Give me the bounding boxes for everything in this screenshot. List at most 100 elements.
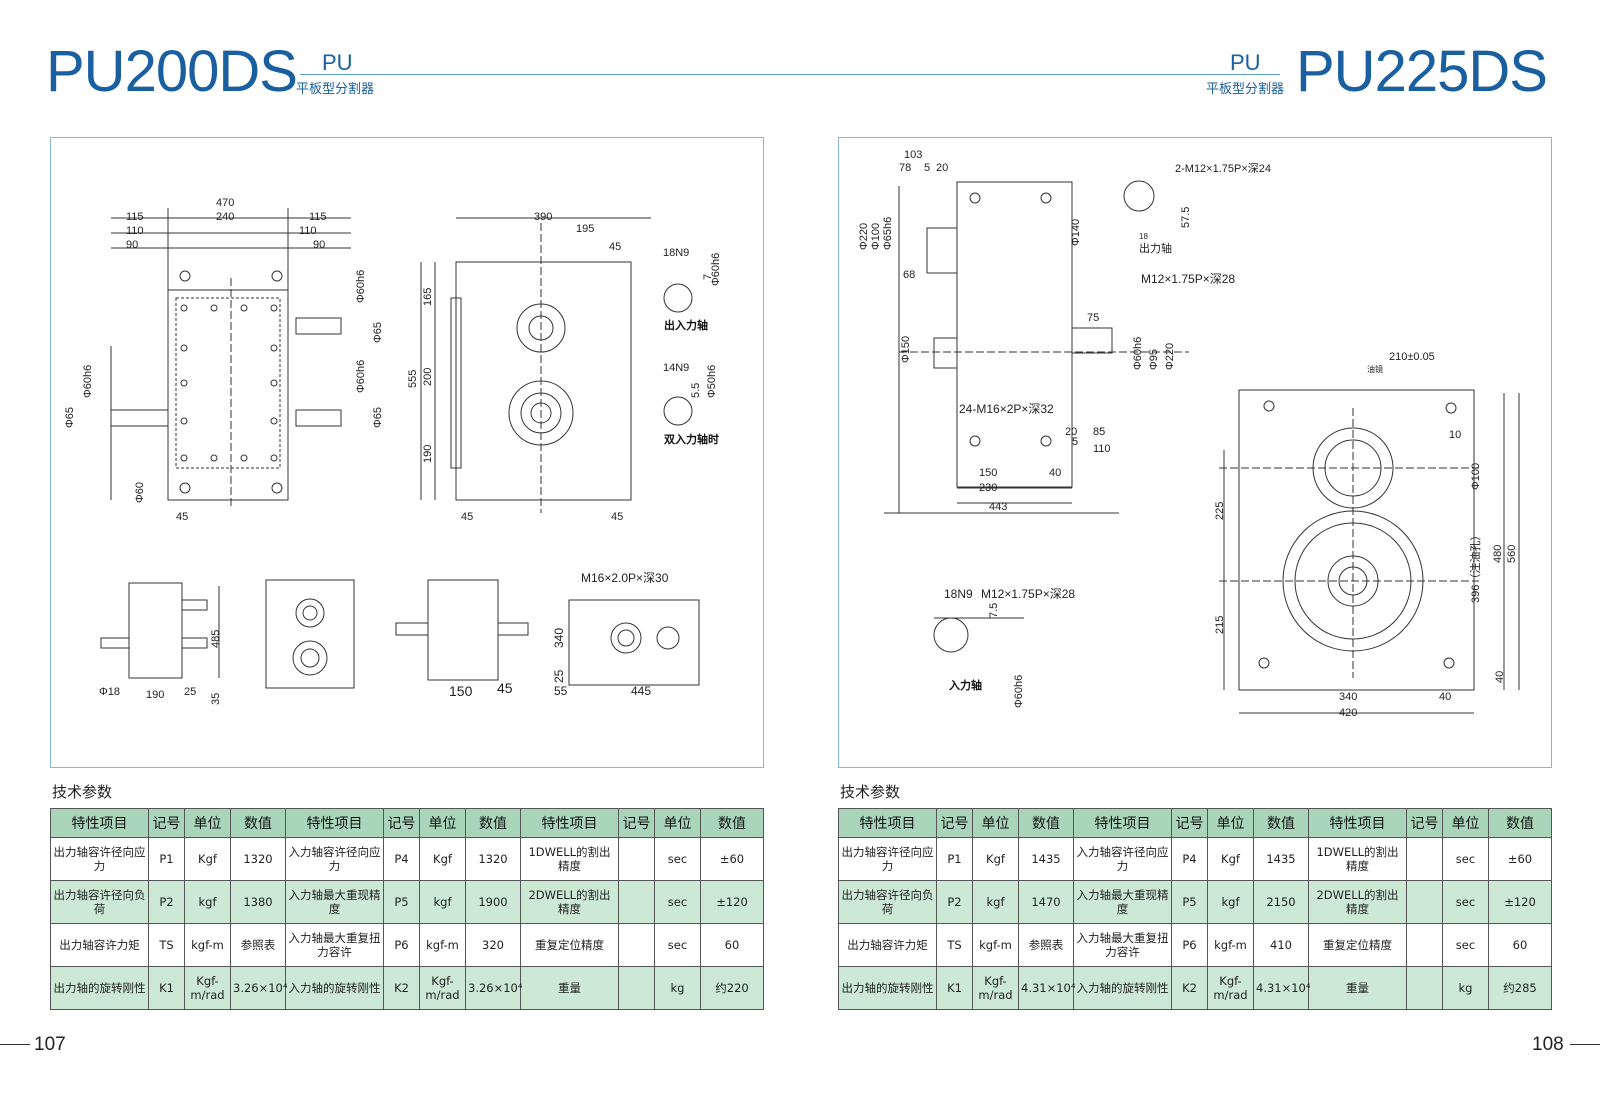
- table-cell: P1: [148, 837, 185, 881]
- table-cell: 4.31×10⁴: [1253, 966, 1311, 1010]
- svg-text:10: 10: [1449, 429, 1461, 441]
- svg-text:18N9: 18N9: [944, 587, 973, 601]
- svg-text:20: 20: [936, 162, 948, 174]
- header-cell: 数值: [230, 808, 286, 838]
- table-cell: 参照表: [1018, 923, 1074, 967]
- header-rule: [300, 74, 1280, 75]
- table-cell: 入力轴容许径向应力: [1073, 837, 1172, 881]
- header-cell: 数值: [1018, 808, 1074, 838]
- page-number-rule: [0, 1044, 30, 1045]
- right-tap-top: 2-M12×1.75P×深24: [1175, 162, 1271, 175]
- left-section-title: 技术参数: [52, 783, 113, 801]
- table-cell: 2DWELL的割出精度: [1308, 880, 1407, 924]
- table-cell: 出力轴容许径向应力: [50, 837, 149, 881]
- svg-text:18: 18: [1139, 232, 1148, 241]
- table-cell: 1320: [230, 837, 286, 881]
- header-cell: 记号: [936, 808, 973, 838]
- svg-text:480: 480: [1492, 545, 1504, 563]
- svg-text:Φ65: Φ65: [372, 407, 384, 428]
- table-cell: [618, 880, 655, 924]
- header-cell: 特性项目: [285, 808, 384, 838]
- svg-text:85: 85: [1093, 426, 1105, 438]
- svg-text:20: 20: [1065, 426, 1077, 438]
- table-cell: kgf: [972, 880, 1019, 924]
- table-cell: kg: [1442, 966, 1489, 1010]
- svg-text:75: 75: [1087, 312, 1099, 324]
- svg-text:40: 40: [1049, 467, 1061, 479]
- left-series-desc: 平板型分割器: [296, 82, 375, 97]
- table-cell: P2: [936, 880, 973, 924]
- svg-text:190: 190: [422, 445, 434, 463]
- table-cell: 出力轴容许力矩: [838, 923, 937, 967]
- table-cell: 1DWELL的割出精度: [1308, 837, 1407, 881]
- right-page-number: 108: [1532, 1034, 1564, 1055]
- svg-text:45: 45: [497, 680, 513, 696]
- table-cell: TS: [936, 923, 973, 967]
- left-out-shaft-label: 出入力轴: [664, 318, 708, 332]
- svg-text:390: 390: [534, 211, 552, 223]
- table-cell: P1: [936, 837, 973, 881]
- table-cell: 重量: [1308, 966, 1407, 1010]
- svg-text:190: 190: [146, 689, 164, 701]
- table-cell: sec: [1442, 837, 1489, 881]
- table-cell: Kgf-m/rad: [419, 966, 466, 1010]
- table-cell: K2: [383, 966, 420, 1010]
- svg-text:55: 55: [554, 684, 568, 698]
- svg-text:68: 68: [903, 269, 915, 281]
- table-cell: [1406, 880, 1443, 924]
- table-cell: 1320: [465, 837, 521, 881]
- header-cell: 记号: [148, 808, 185, 838]
- table-cell: ±60: [1488, 837, 1552, 881]
- table-cell: Kgf: [1207, 837, 1254, 881]
- table-cell: ±120: [1488, 880, 1552, 924]
- table-cell: sec: [654, 837, 701, 881]
- right-drawing-frame: 103 78 5 20 Φ220 Φ100 Φ65h6 68 Φ140 Φ150…: [838, 137, 1552, 768]
- header-cell: 特性项目: [1073, 808, 1172, 838]
- table-header-row: 特性项目 记号 单位 数值 特性项目 记号 单位 数值 特性项目 记号 单位 数…: [838, 808, 1552, 838]
- table-cell: 1470: [1018, 880, 1074, 924]
- svg-text:115: 115: [126, 211, 144, 223]
- svg-text:45: 45: [611, 511, 623, 523]
- svg-text:40: 40: [1494, 671, 1506, 683]
- table-cell: sec: [1442, 880, 1489, 924]
- header-cell: 数值: [1488, 808, 1552, 838]
- table-cell: TS: [148, 923, 185, 967]
- left-dual-shaft-label: 双入力轴时: [664, 432, 719, 446]
- svg-text:485: 485: [210, 630, 222, 648]
- right-series-desc: 平板型分割器: [1206, 82, 1285, 97]
- table-cell: [1406, 837, 1443, 881]
- header-cell: 单位: [1207, 808, 1254, 838]
- table-cell: P4: [1171, 837, 1208, 881]
- header-cell: 特性项目: [838, 808, 937, 838]
- svg-text:18N9: 18N9: [663, 247, 689, 259]
- table-cell: 出力轴的旋转刚性: [50, 966, 149, 1010]
- svg-text:Φ95: Φ95: [1148, 349, 1160, 370]
- table-cell: 60: [1488, 923, 1552, 967]
- right-in-shaft-label: 入力轴: [949, 678, 982, 692]
- table-cell: 60: [700, 923, 764, 967]
- table-row: 出力轴的旋转刚性 K1 Kgf-m/rad 4.31×10⁴ 入力轴的旋转刚性 …: [838, 966, 1552, 1010]
- table-cell: kgf-m: [972, 923, 1019, 967]
- table-cell: 重量: [520, 966, 619, 1010]
- right-model-title: PU225DS: [1296, 39, 1548, 104]
- svg-text:Φ140: Φ140: [1070, 219, 1082, 246]
- svg-text:45: 45: [461, 511, 473, 523]
- svg-text:90: 90: [126, 239, 138, 251]
- left-tap-note: M16×2.0P×深30: [581, 571, 669, 585]
- table-cell: 入力轴最大重现精度: [1073, 880, 1172, 924]
- table-cell: Kgf: [972, 837, 1019, 881]
- table-cell: P5: [383, 880, 420, 924]
- table-cell: sec: [1442, 923, 1489, 967]
- table-cell: P2: [148, 880, 185, 924]
- table-cell: [618, 923, 655, 967]
- header-cell: 记号: [618, 808, 655, 838]
- right-oil-hole: 396（注油孔）: [1468, 530, 1482, 603]
- table-cell: 3.26×10⁴: [465, 966, 523, 1010]
- table-cell: P4: [383, 837, 420, 881]
- right-series-code: PU: [1230, 50, 1261, 75]
- svg-text:200: 200: [422, 368, 434, 386]
- svg-text:5: 5: [1072, 436, 1078, 448]
- table-cell: kgf: [1207, 880, 1254, 924]
- table-row: 出力轴容许径向应力 P1 Kgf 1435 入力轴容许径向应力 P4 Kgf 1…: [838, 837, 1552, 881]
- table-row: 出力轴容许力矩 TS kgf-m 参照表 入力轴最大重复扭力容许 P6 kgf-…: [50, 923, 764, 967]
